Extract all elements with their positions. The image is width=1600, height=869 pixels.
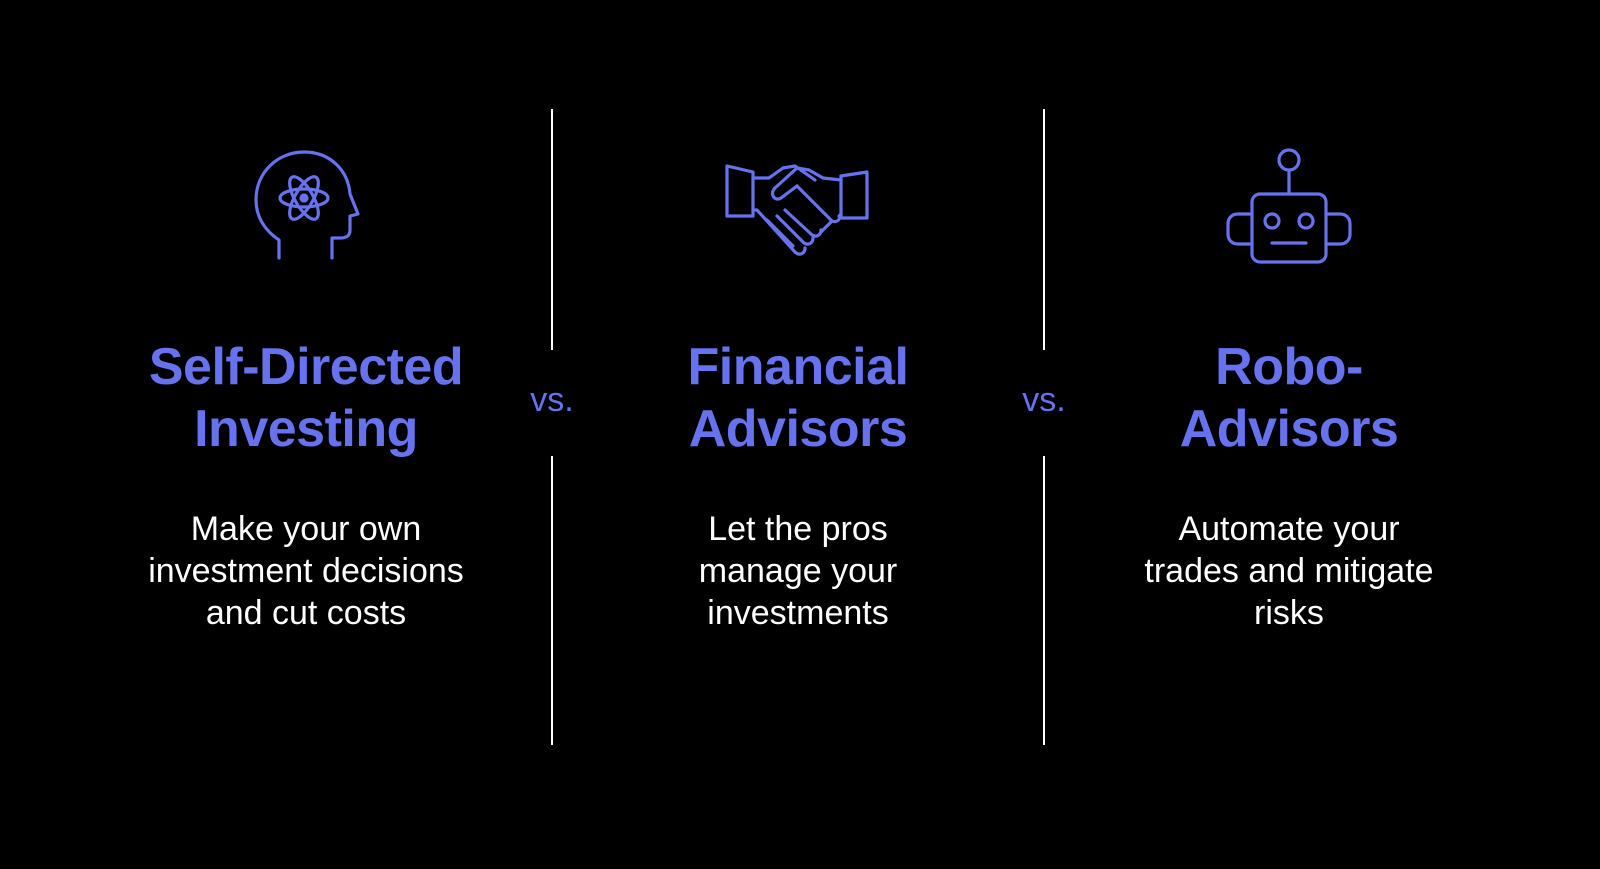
- column-title: Self-Directed Investing: [106, 336, 506, 460]
- divider-line: [1043, 109, 1045, 350]
- description-line: trades and mitigate: [1144, 552, 1434, 590]
- column-description: Make your own investment decisions and c…: [106, 508, 506, 634]
- divider-line: [551, 456, 553, 745]
- title-line: Financial: [687, 338, 909, 396]
- description-line: risks: [1254, 594, 1324, 632]
- column-title: Robo- Advisors: [1089, 336, 1489, 460]
- column-description: Automate your trades and mitigate risks: [1089, 508, 1489, 634]
- vs-label: vs.: [530, 381, 574, 419]
- vs-label: vs.: [1022, 381, 1066, 419]
- title-line: Investing: [194, 400, 418, 458]
- description-line: investments: [707, 594, 889, 632]
- divider-line: [551, 109, 553, 350]
- handshake-icon: [723, 148, 873, 268]
- description-line: Automate your: [1178, 510, 1400, 548]
- head-atom-icon: [231, 148, 381, 268]
- description-line: and cut costs: [205, 594, 407, 632]
- description-line: Make your own: [190, 510, 422, 548]
- column-title: Financial Advisors: [598, 336, 998, 460]
- column-description: Let the pros manage your investments: [598, 508, 998, 634]
- title-line: Robo-: [1215, 338, 1363, 396]
- title-line: Self-Directed: [148, 338, 464, 396]
- title-line: Advisors: [1179, 400, 1399, 458]
- robot-icon: [1214, 148, 1364, 268]
- description-line: manage your: [698, 552, 898, 590]
- divider-line: [1043, 456, 1045, 745]
- description-line: Let the pros: [708, 510, 888, 548]
- title-line: Advisors: [688, 400, 908, 458]
- description-line: investment decisions: [148, 552, 464, 590]
